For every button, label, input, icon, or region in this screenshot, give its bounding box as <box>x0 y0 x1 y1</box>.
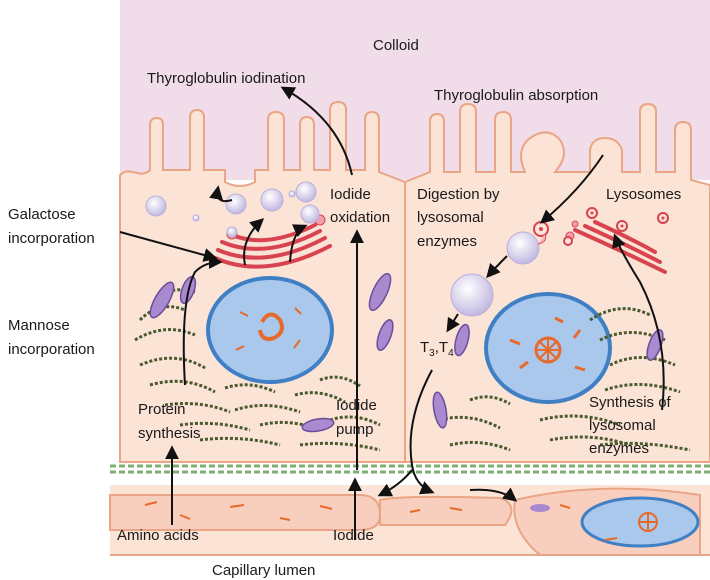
label-iodide-oxidation-line1: Iodide <box>330 186 371 203</box>
label-galactose-line2: incorporation <box>8 230 95 247</box>
label-synthesis-lysosomal-line1: Synthesis of <box>589 394 672 411</box>
galactose-arrow <box>119 231 218 262</box>
right-follicular-cell <box>404 102 710 463</box>
label-iodide-pump-line2: pump <box>336 421 374 438</box>
right-rough-er <box>439 307 691 452</box>
label-mannose-line1: Mannose <box>8 317 70 334</box>
lysosomal-enzyme-arrow <box>612 233 665 411</box>
hormone-release-arrow <box>409 369 435 495</box>
endocytosis-arrow <box>539 154 604 224</box>
capillary-endothelium <box>109 485 710 556</box>
protein-synthesis-arrow <box>182 255 223 386</box>
secretory-vesicles <box>145 181 320 238</box>
left-nucleus <box>206 276 334 384</box>
label-synthesis-lysosomal-line2: lysosomal <box>589 417 656 434</box>
lysosome-fusion-arrow <box>486 255 508 279</box>
label-colloid: Colloid <box>373 37 419 54</box>
label-amino-acids: Amino acids <box>117 527 199 544</box>
label-thyroglobulin-absorption: Thyroglobulin absorption <box>434 87 598 104</box>
label-lysosomes: Lysosomes <box>606 186 681 203</box>
label-t3-t4: T3,T4 <box>420 339 454 359</box>
golgi-vesicle-arrow-1 <box>243 218 265 266</box>
hormone-to-blood-arrow <box>469 487 518 502</box>
mitochondria <box>149 272 664 433</box>
iodination-arrow <box>280 86 353 176</box>
label-protein-synthesis-line1: Protein <box>138 401 186 418</box>
golgi-vesicle-arrow-2 <box>289 224 308 263</box>
label-thyroglobulin-iodination: Thyroglobulin iodination <box>147 70 305 87</box>
label-iodide-oxidation-line2: oxidation <box>330 209 390 226</box>
label-galactose-line1: Galactose <box>8 206 76 223</box>
left-golgi <box>213 223 332 269</box>
right-nucleus <box>484 292 612 404</box>
label-digestion-line3: enzymes <box>417 233 477 250</box>
label-iodide-pump-line1: Iodide <box>336 397 377 414</box>
digestion-arrow <box>446 313 460 333</box>
label-protein-synthesis-line2: synthesis <box>138 425 201 442</box>
label-digestion-line2: lysosomal <box>417 209 484 226</box>
exocytosis-arrow <box>209 185 233 203</box>
label-synthesis-lysosomal-line3: enzymes <box>589 440 649 457</box>
label-mannose-line2: incorporation <box>8 341 95 358</box>
label-capillary-lumen: Capillary lumen <box>212 562 315 579</box>
pathway-arrows <box>119 86 665 540</box>
hormone-release-arrow-2 <box>377 469 413 497</box>
label-digestion-line1: Digestion by <box>417 186 500 203</box>
colloid-droplets <box>450 231 540 317</box>
label-iodide: Iodide <box>333 527 374 544</box>
